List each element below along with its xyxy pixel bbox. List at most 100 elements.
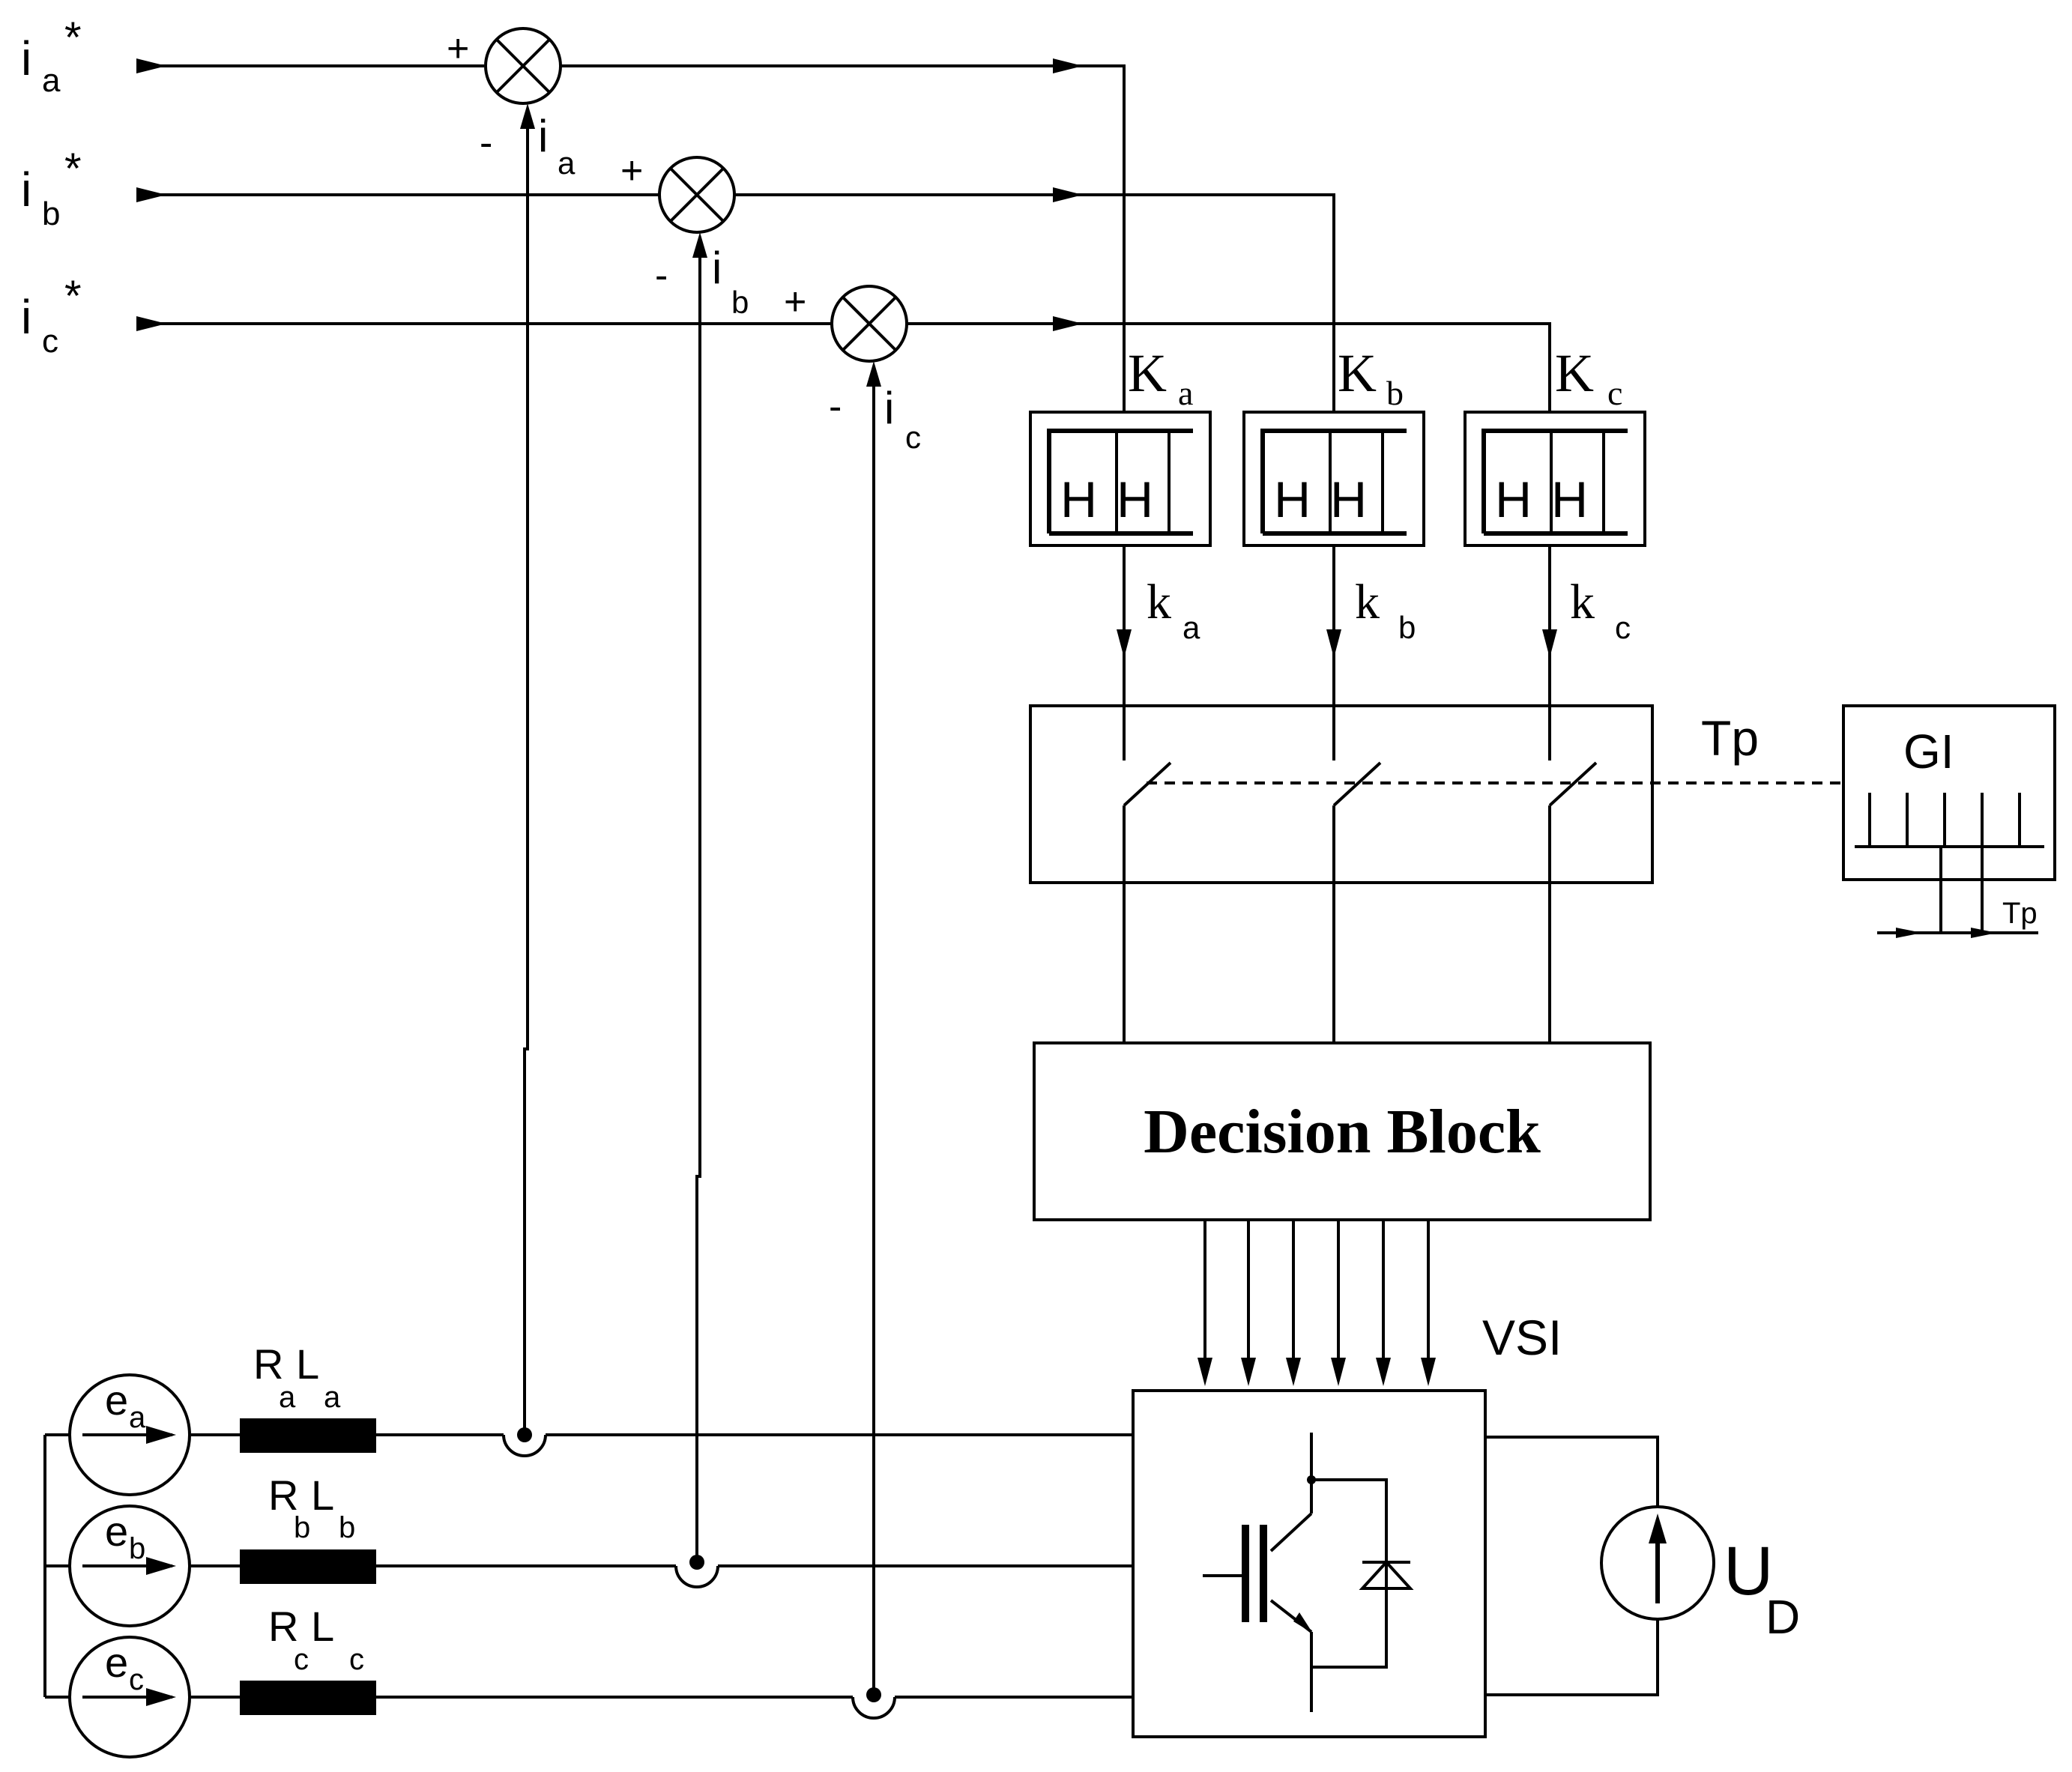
label-ud: U D — [1724, 1533, 1800, 1644]
svg-text:L: L — [311, 1472, 334, 1519]
label-kb: k b — [1355, 575, 1416, 645]
hysteresis-block-a: H H — [1029, 411, 1212, 547]
label-kc: k c — [1570, 575, 1631, 645]
svg-text:a: a — [279, 1381, 296, 1414]
label-ka: k a — [1147, 575, 1200, 645]
svg-text:K: K — [1128, 343, 1167, 403]
input-ib-ref: i b * — [21, 145, 82, 232]
svg-text:L: L — [296, 1340, 319, 1388]
hysteresis-b-h1: H — [1274, 471, 1311, 528]
summer-c — [830, 285, 908, 363]
svg-text:i: i — [884, 383, 894, 433]
svg-text:a: a — [558, 145, 576, 181]
svg-text:c: c — [905, 420, 921, 455]
generator-output-label: Tp — [2002, 897, 2038, 930]
label-RcLc: R c L c — [268, 1603, 364, 1676]
svg-text:k: k — [1147, 575, 1171, 629]
summer-c-plus: + — [784, 280, 806, 324]
svg-text:D: D — [1766, 1590, 1800, 1644]
label-tp: Tp — [1701, 710, 1759, 766]
svg-text:e: e — [105, 1376, 128, 1424]
label-vsi: VSI — [1482, 1310, 1562, 1365]
svg-text:e: e — [105, 1639, 128, 1686]
label-ib-ref-base: i — [21, 163, 31, 217]
hysteresis-block-b: H H — [1242, 411, 1425, 547]
wire-feedback-a — [523, 114, 529, 1435]
input-ic-ref: i c * — [21, 272, 82, 360]
svg-text:e: e — [105, 1508, 128, 1555]
summer-a-plus: + — [447, 27, 469, 70]
feedback-arrowheads — [520, 103, 881, 387]
label-RaLa: R a L a — [253, 1340, 341, 1414]
dc-source — [1600, 1505, 1715, 1621]
svg-text:i: i — [538, 111, 548, 161]
svg-text:b: b — [1386, 374, 1404, 412]
svg-text:a: a — [129, 1401, 146, 1434]
svg-text:b: b — [129, 1532, 145, 1565]
wire-feedback-b — [695, 243, 701, 1562]
svg-text:L: L — [311, 1603, 334, 1650]
svg-text:a: a — [1178, 374, 1193, 412]
summer-c-minus: - — [829, 385, 842, 429]
decision-block-label: Decision Block — [1144, 1097, 1541, 1167]
phase-a-line — [45, 1418, 1133, 1457]
summer-b-plus: + — [620, 149, 643, 193]
summer-a-minus: - — [480, 121, 492, 165]
label-Ka: K a — [1128, 343, 1193, 412]
emf-source-a: e a — [68, 1373, 191, 1496]
wire-error-c — [907, 322, 1551, 412]
summer-a — [484, 27, 562, 105]
label-ia-ref-base: i — [21, 31, 31, 85]
svg-text:b: b — [731, 285, 749, 320]
emf-source-b: e b — [68, 1505, 191, 1627]
svg-text:c: c — [294, 1643, 309, 1676]
input-ia-ref: i a * — [21, 13, 82, 99]
wire-error-b — [734, 193, 1335, 412]
k-arrowheads — [1117, 629, 1557, 658]
hysteresis-a-h2: H — [1117, 471, 1153, 528]
feedback-ic-label: i c — [884, 383, 921, 455]
label-ib-ref-sup: * — [64, 145, 82, 193]
error-arrowheads — [1053, 58, 1083, 331]
svg-text:k: k — [1570, 575, 1595, 629]
svg-text:k: k — [1355, 575, 1380, 629]
gating-signals — [1197, 1220, 1436, 1386]
svg-text:K: K — [1555, 343, 1594, 403]
phase-b-line — [45, 1549, 1133, 1588]
label-Kc: K c — [1555, 343, 1622, 412]
label-ic-ref-sub: c — [42, 323, 58, 360]
vsi-block — [1132, 1389, 1487, 1738]
summer-b-minus: - — [655, 254, 668, 297]
svg-text:c: c — [1607, 374, 1622, 412]
hysteresis-c-h1: H — [1495, 471, 1532, 528]
svg-text:c: c — [349, 1643, 364, 1676]
wire-dc-bottom — [1485, 1618, 1659, 1696]
hysteresis-b-h2: H — [1330, 471, 1367, 528]
svg-text:R: R — [268, 1472, 298, 1519]
svg-text:R: R — [268, 1603, 298, 1650]
svg-text:b: b — [339, 1511, 355, 1544]
svg-text:c: c — [1615, 610, 1631, 645]
hysteresis-block-c: H H — [1464, 411, 1646, 547]
summer-b — [658, 156, 736, 234]
hysteresis-a-h1: H — [1060, 471, 1097, 528]
svg-text:b: b — [294, 1511, 310, 1544]
sampler-block — [1029, 704, 1654, 884]
pulse-generator: GI Tp — [1842, 704, 2056, 938]
label-ia-ref-sup: * — [64, 13, 82, 62]
wire-dc-top — [1485, 1436, 1659, 1508]
feedback-ia-label: i a — [538, 111, 576, 181]
svg-text:a: a — [324, 1381, 341, 1414]
label-ic-ref-sup: * — [64, 272, 82, 321]
phase-c-line — [45, 1681, 1133, 1720]
svg-text:a: a — [1183, 610, 1200, 645]
feedback-ib-label: i b — [712, 243, 749, 320]
svg-text:R: R — [253, 1340, 283, 1388]
svg-text:c: c — [129, 1663, 144, 1696]
label-ia-ref-sub: a — [42, 62, 61, 99]
svg-text:i: i — [712, 243, 722, 293]
hysteresis-c-h2: H — [1551, 471, 1588, 528]
wire-error-a — [561, 64, 1126, 412]
svg-text:b: b — [1398, 610, 1416, 645]
